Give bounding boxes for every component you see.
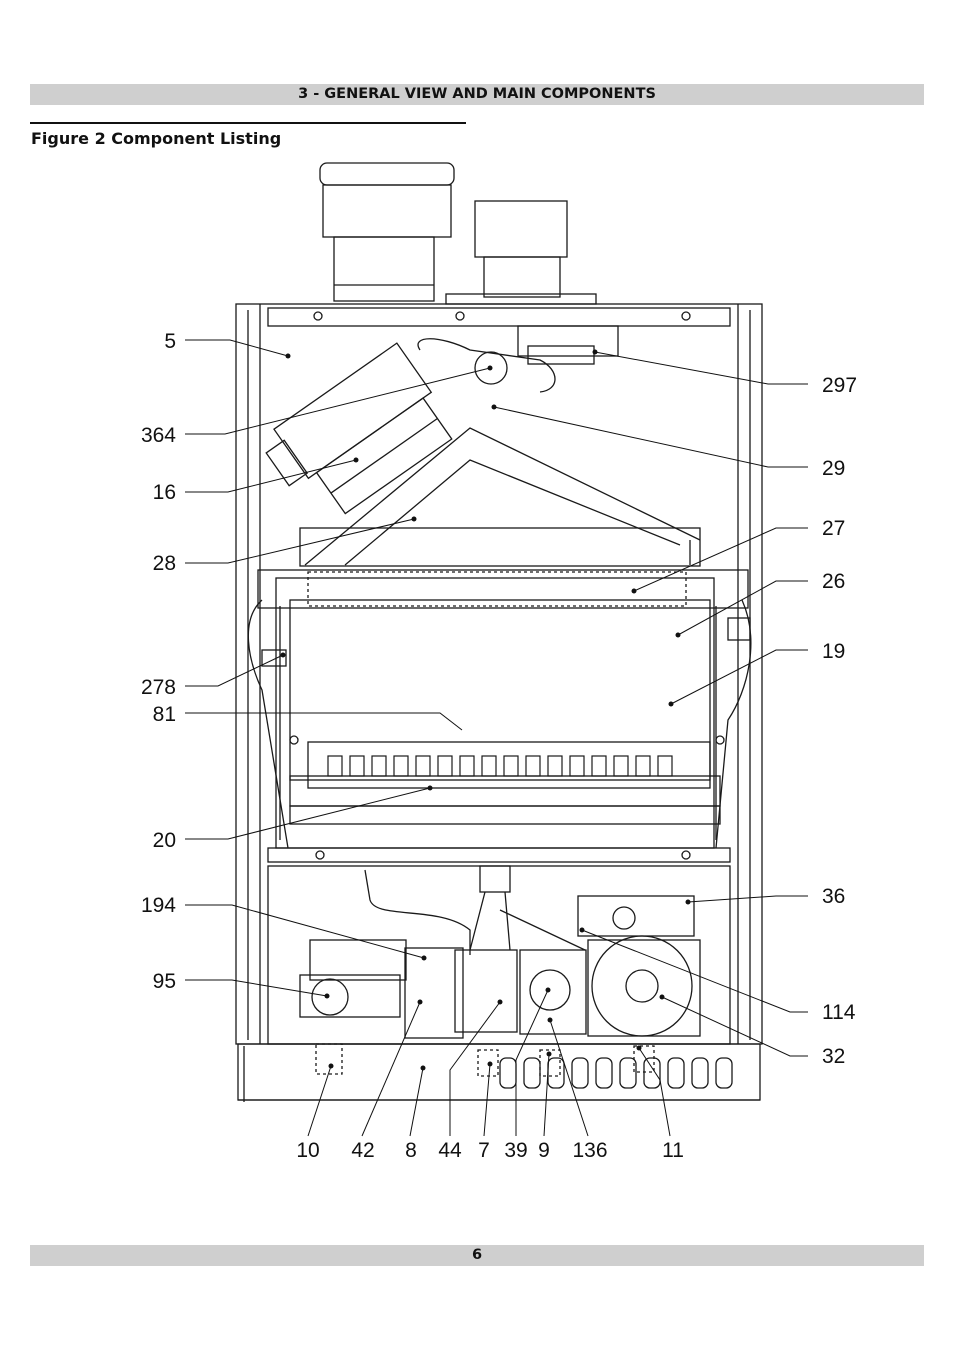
section-header: 3 - GENERAL VIEW AND MAIN COMPONENTS [30, 84, 924, 105]
hydraulic-group [299, 865, 701, 1039]
callout-27: 27 [822, 517, 845, 540]
callout-dots [280, 349, 691, 1071]
callout-95: 95 [153, 970, 176, 993]
page-number: 6 [471, 1247, 483, 1263]
callout-32: 32 [822, 1045, 845, 1068]
callout-5: 5 [164, 330, 176, 353]
callout-28: 28 [153, 552, 176, 575]
callout-364: 364 [141, 424, 176, 447]
flue-pipe [319, 162, 455, 302]
casing-screws [289, 311, 725, 860]
callout-7: 7 [478, 1139, 490, 1162]
callout-297: 297 [822, 374, 857, 397]
callout-114: 114 [822, 1001, 856, 1024]
callout-9: 9 [538, 1139, 550, 1162]
section-title: 3 - GENERAL VIEW AND MAIN COMPONENTS [298, 86, 656, 102]
combustion-hood [299, 427, 701, 567]
callout-19: 19 [822, 640, 845, 663]
callout-136: 136 [572, 1139, 607, 1162]
callout-278: 278 [141, 676, 176, 699]
pressure-switch [417, 325, 619, 393]
fan-assembly [265, 342, 453, 515]
burner [289, 741, 721, 825]
side-pipes [247, 599, 752, 849]
callout-11: 11 [662, 1139, 684, 1162]
callout-16: 16 [153, 481, 176, 504]
burner-tiles [327, 755, 673, 777]
callout-36: 36 [822, 885, 845, 908]
air-intake [445, 200, 597, 305]
callout-81: 81 [153, 703, 176, 726]
boiler-casing [235, 303, 763, 1102]
page-footer: 6 [30, 1245, 924, 1266]
leader-lines [185, 339, 808, 1137]
heat-exchanger [257, 569, 749, 849]
figure-title: Figure 2 Component Listing [31, 129, 282, 148]
callout-44: 44 [438, 1139, 462, 1162]
callout-8: 8 [405, 1139, 417, 1162]
callout-26: 26 [822, 570, 845, 593]
title-rule [30, 122, 466, 124]
callout-194: 194 [141, 894, 176, 917]
bottom-grille [315, 1043, 733, 1089]
callout-20: 20 [153, 829, 176, 852]
callout-39: 39 [504, 1139, 527, 1162]
callout-29: 29 [822, 457, 845, 480]
callout-10: 10 [296, 1139, 319, 1162]
callout-42: 42 [351, 1139, 374, 1162]
